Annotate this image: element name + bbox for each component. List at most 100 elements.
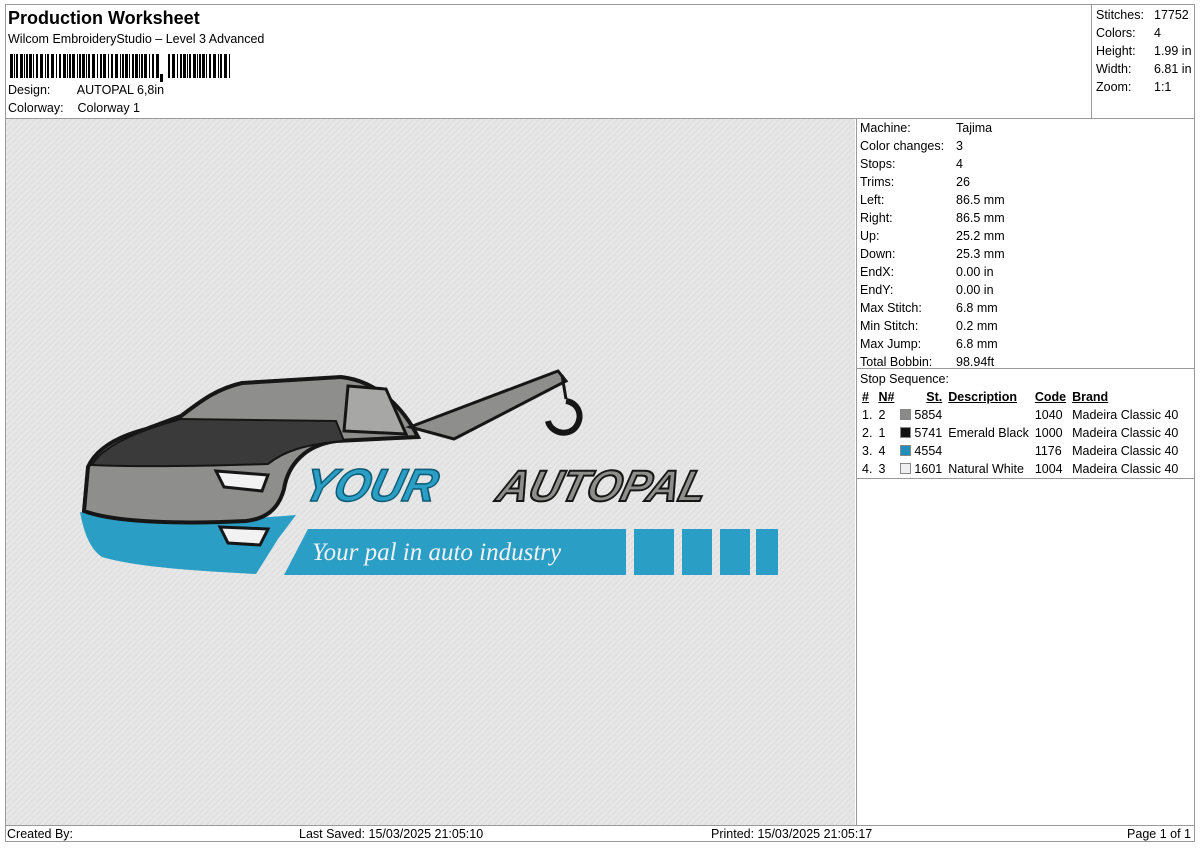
info-value: 25.2 mm — [956, 229, 1005, 243]
colorway-row: Colorway: Colorway 1 — [8, 101, 140, 115]
created-by: Created By: — [7, 827, 74, 841]
embroidery-design: YOUR AUTOPAL Your pal in auto industry — [6, 119, 855, 825]
accent-block-4 — [756, 529, 778, 575]
table-divider — [857, 478, 1195, 479]
headlight-upper — [213, 469, 271, 493]
col-brand: Brand — [1072, 390, 1109, 404]
worksheet-footer: Created By: Last Saved: 15/03/2025 21:05… — [5, 825, 1195, 842]
color-swatch — [900, 427, 912, 438]
printed-date: Printed: 15/03/2025 21:05:17 — [711, 827, 873, 841]
info-label: Stops: — [860, 157, 896, 171]
stop-sequence-title: Stop Sequence: — [860, 372, 949, 386]
row-code: 1040 — [1034, 408, 1063, 422]
info-row: EndX:0.00 in — [860, 263, 994, 281]
col-description: Description — [948, 390, 1017, 404]
info-label: Total Bobbin: — [860, 355, 933, 369]
info-label: Max Jump: — [860, 337, 922, 351]
car-hood — [90, 417, 346, 468]
info-value: 3 — [956, 139, 963, 153]
last-saved: Last Saved: 15/03/2025 21:05:10 — [299, 827, 484, 841]
row-index: 1. — [862, 408, 873, 422]
design-value: AUTOPAL 6,8in — [76, 83, 165, 97]
stat-width: Width:6.81 in — [1096, 62, 1192, 76]
row-code: 1176 — [1034, 444, 1062, 458]
col-needle: N# — [878, 390, 895, 404]
info-label: Machine: — [860, 121, 911, 135]
stat-zoom: Zoom:1:1 — [1096, 80, 1172, 94]
row-needle: 3 — [878, 462, 886, 476]
info-value: 0.00 in — [956, 265, 994, 279]
info-label: Down: — [860, 247, 896, 261]
info-label: EndY: — [860, 283, 894, 297]
row-stitches: 5854 — [914, 408, 943, 422]
info-value: 98.94ft — [956, 355, 995, 369]
row-stitches: 5741 — [914, 426, 943, 440]
info-value: 0.2 mm — [956, 319, 998, 333]
info-row: EndY: 0.00 in — [860, 281, 994, 299]
info-value: 26 — [956, 175, 970, 189]
barcode — [10, 54, 230, 82]
crane-hook — [545, 398, 583, 436]
header-divider — [5, 118, 1195, 119]
info-row: Trims: 26 — [860, 173, 970, 191]
row-brand: Madeira Classic 40 — [1072, 426, 1179, 440]
design-text-your: YOUR — [298, 460, 444, 511]
col-code: Code — [1034, 390, 1067, 404]
stats-panel: Stitches:17752 Colors:4 Height:1.99 in W… — [1091, 4, 1195, 118]
row-description — [945, 406, 1032, 424]
row-code: 1004 — [1034, 462, 1063, 476]
row-description: Emerald Black — [948, 426, 1029, 440]
row-needle: 1 — [878, 426, 886, 440]
crane-boom — [405, 369, 569, 441]
color-swatch — [900, 463, 912, 474]
stat-height: Height:1.99 in — [1096, 44, 1192, 58]
info-row: Min Stitch:0.2 mm — [860, 317, 998, 335]
info-value: 6.8 mm — [956, 337, 998, 351]
row-description: Natural White — [948, 462, 1024, 476]
row-stitches: 4554 — [914, 444, 943, 458]
accent-block-2 — [682, 529, 712, 575]
worksheet-frame — [5, 4, 1195, 842]
colorway-label: Colorway: — [8, 101, 64, 115]
accent-block-3 — [720, 529, 750, 575]
row-index: 2. — [862, 426, 873, 440]
info-row: Total Bobbin: 98.94ft — [860, 353, 994, 371]
info-row: Color changes: 3 — [860, 137, 963, 155]
table-row: 1. 2 5854 1040 Madeira Classic 40 — [859, 406, 1181, 424]
design-text-autopal: AUTOPAL — [491, 463, 713, 511]
worksheet-header: Production Worksheet Wilcom EmbroiderySt… — [5, 4, 1091, 118]
design-label: Design: — [8, 83, 51, 97]
row-brand: Madeira Classic 40 — [1072, 408, 1179, 422]
info-label: Trims: — [860, 175, 895, 189]
row-needle: 4 — [878, 444, 886, 458]
info-label: Max Stitch: — [860, 301, 922, 315]
col-index: # — [862, 390, 869, 404]
row-brand: Madeira Classic 40 — [1072, 462, 1179, 476]
row-needle: 2 — [878, 408, 886, 422]
car-windshield — [342, 384, 409, 436]
info-row: Left:86.5 mm — [860, 191, 1005, 209]
design-row: Design: AUTOPAL 6,8in — [8, 83, 164, 97]
stat-stitches: Stitches:17752 — [1096, 8, 1189, 22]
col-stitches: St. — [926, 390, 943, 404]
info-row: Machine:Tajima — [860, 119, 992, 137]
row-index: 3. — [862, 444, 873, 458]
colorway-value: Colorway 1 — [77, 101, 141, 115]
info-value: 25.3 mm — [956, 247, 1005, 261]
info-label: Color changes: — [860, 139, 945, 153]
info-value: 0.00 in — [956, 283, 994, 297]
info-row: Up:25.2 mm — [860, 227, 1005, 245]
headlight-lower — [217, 525, 271, 547]
info-row: Max Jump: 6.8 mm — [860, 335, 998, 353]
info-row: Max Stitch:6.8 mm — [860, 299, 998, 317]
software-name: Wilcom EmbroideryStudio – Level 3 Advanc… — [8, 32, 265, 46]
design-slogan: Your pal in auto industry — [312, 539, 562, 566]
info-value: 86.5 mm — [956, 211, 1005, 225]
info-row: Down: 25.3 mm — [860, 245, 1005, 263]
info-label: Left: — [860, 193, 885, 207]
